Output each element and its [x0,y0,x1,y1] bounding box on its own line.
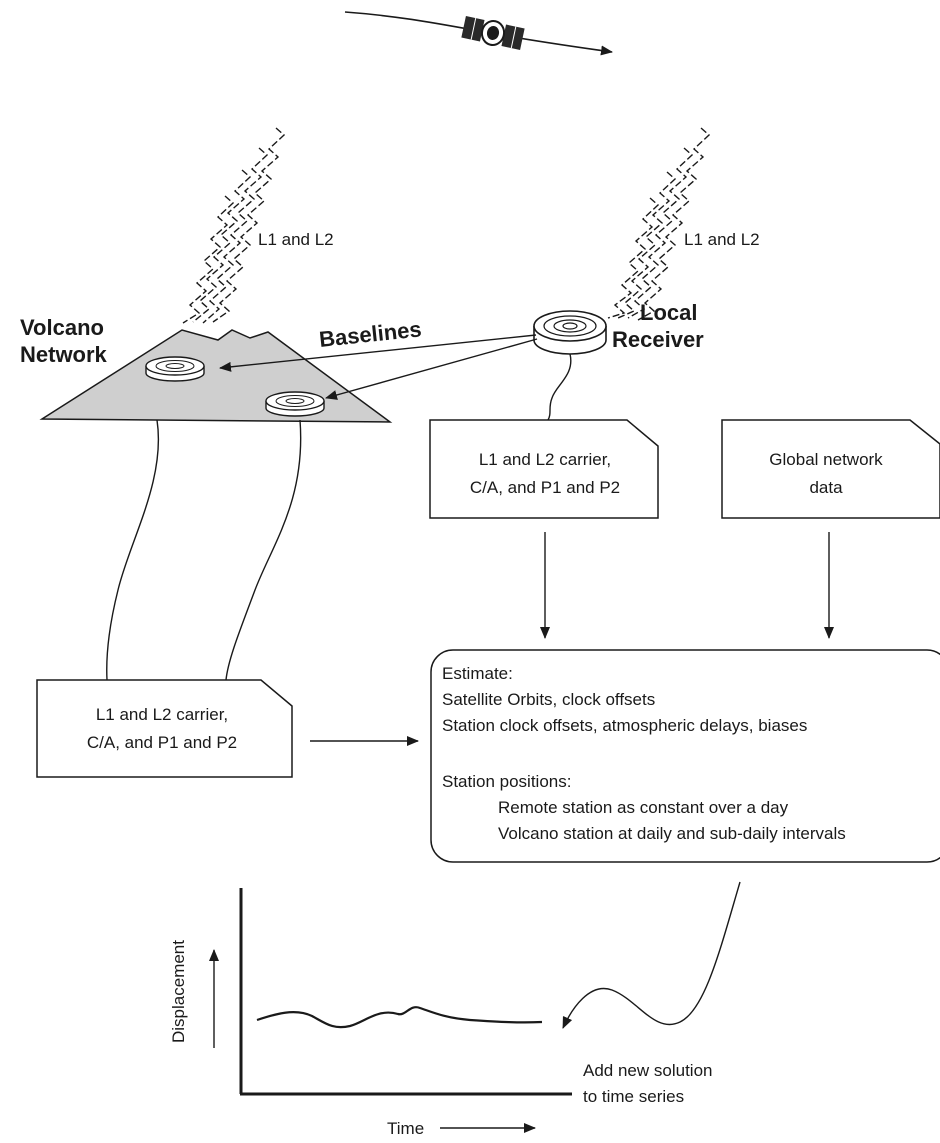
estimate-line-3: Station clock offsets, atmospheric delay… [442,716,807,735]
baseline-arrow-2 [325,338,538,400]
global-data-line2: data [809,478,843,497]
timeseries-curve [256,1006,543,1029]
local-receiver-label-line1: Local [640,300,697,325]
global-data-line1: Global network [769,450,883,469]
local-receiver-icon [533,310,607,355]
volcano-data-box [36,679,293,778]
volcano-network-label-line2: Network [20,342,108,367]
estimate-line-2: Satellite Orbits, clock offsets [442,690,655,709]
signal-waves-right-icon [607,127,711,321]
local-data-box [429,419,659,519]
estimate-to-timeseries-arrow [562,881,741,1029]
baseline-arrow-1 [219,334,537,372]
local-receiver-cable [547,353,572,421]
timeseries-x-label: Time [387,1119,424,1138]
volcano-data-line1: L1 and L2 carrier, [96,705,228,724]
global-data-box [721,419,940,519]
timeseries-y-label: Displacement [169,940,188,1043]
volcano-station-1-icon [145,356,205,382]
satellite-icon [344,11,613,56]
volcano-network-label-line1: Volcano [20,315,104,340]
local-receiver-label-line2: Receiver [612,327,704,352]
signal-label-left: L1 and L2 [258,230,334,249]
volcano-cable-right [225,419,302,681]
estimate-line-7: Volcano station at daily and sub-daily i… [498,824,846,843]
timeseries-note-line2: to time series [583,1087,684,1106]
signal-waves-left-icon [182,127,286,324]
local-data-line1: L1 and L2 carrier, [479,450,611,469]
estimate-box [430,649,940,863]
estimate-line-6: Remote station as constant over a day [498,798,789,817]
volcano-cable-left [106,419,160,681]
volcano-data-line2: C/A, and P1 and P2 [87,733,237,752]
volcano-station-2-icon [265,391,325,417]
baselines-label: Baselines [318,316,423,352]
estimate-line-5: Station positions: [442,772,571,791]
timeseries-note-line1: Add new solution [583,1061,712,1080]
signal-label-right: L1 and L2 [684,230,760,249]
local-data-line2: C/A, and P1 and P2 [470,478,620,497]
estimate-line-1: Estimate: [442,664,513,683]
